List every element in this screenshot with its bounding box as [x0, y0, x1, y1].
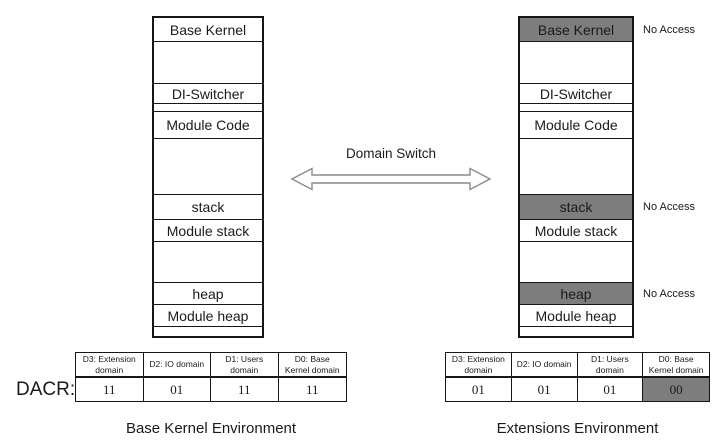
- memory-region-label: Module Code: [166, 117, 250, 133]
- memory-region-label: Base Kernel: [537, 21, 615, 38]
- memory-region-label: Module stack: [166, 222, 250, 239]
- dacr-header-d2: D2: IO domain: [511, 353, 578, 378]
- dacr-value-d2: 01: [512, 378, 578, 401]
- memory-region-label: Module Code: [534, 117, 618, 133]
- memory-region-label: heap: [192, 285, 224, 302]
- memory-region-label: Module heap: [535, 307, 617, 324]
- memory-region-row: Module heap: [154, 305, 262, 327]
- base-kernel-memory-map: Base Kernel DI-Switcher Module Code stac…: [152, 16, 264, 338]
- memory-region-label: Module stack: [534, 222, 618, 239]
- memory-region-row: [520, 104, 632, 112]
- memory-region-row: [520, 139, 632, 195]
- dacr-value-d0: 11: [305, 381, 319, 397]
- memory-region-row: [154, 104, 262, 112]
- dacr-header-d0: D0: Base Kernel domain: [643, 353, 709, 378]
- no-access-annotation: No Access: [643, 23, 695, 36]
- dacr-value-d1: 11: [211, 378, 279, 401]
- memory-region-row: heap: [154, 283, 262, 305]
- dacr-value-d2: 01: [144, 378, 211, 401]
- memory-region-row: [154, 42, 262, 84]
- dacr-header-d0: D0: Base Kernel domain: [278, 353, 346, 378]
- dacr-value-d3: 01: [446, 378, 512, 401]
- memory-region-row: [520, 327, 632, 336]
- dacr-label: DACR:: [16, 379, 76, 400]
- memory-region-row: Base Kernel: [154, 18, 262, 42]
- memory-region-row: DI-Switcher: [154, 84, 262, 104]
- extensions-environment-caption: Extensions Environment: [496, 420, 659, 437]
- dacr-header-d2: D2: IO domain: [143, 353, 211, 378]
- memory-region-label: Module heap: [167, 307, 249, 324]
- memory-region-row: Module heap: [520, 305, 632, 327]
- memory-region-row-no-access: Base Kernel No Access: [520, 18, 695, 42]
- memory-region-row-no-access: stack No Access: [520, 195, 695, 220]
- memory-region-label: stack: [191, 199, 225, 215]
- memory-region-row: Module stack: [520, 220, 632, 242]
- memory-region-label: DI-Switcher: [539, 85, 613, 102]
- memory-region-row: stack: [154, 195, 262, 220]
- memory-region-row: [520, 42, 632, 84]
- memory-region-row: [154, 139, 262, 195]
- memory-region-label: heap: [560, 285, 592, 302]
- dacr-value-d3: 11: [76, 378, 144, 401]
- memory-region-row: [520, 242, 632, 283]
- base-kernel-environment-caption: Base Kernel Environment: [125, 420, 297, 437]
- dacr-header-d1: D1: Users domain: [577, 353, 644, 378]
- no-access-annotation: No Access: [643, 201, 695, 213]
- memory-region-row: [154, 242, 262, 283]
- memory-region-row: Module Code: [154, 112, 262, 139]
- memory-region-label: stack: [559, 199, 593, 215]
- extensions-memory-map: Base Kernel No Access DI-Switcher Module…: [518, 16, 695, 338]
- dacr-header-d3: D3: Extension domain: [76, 353, 144, 378]
- dacr-header-d1: D1: Users domain: [211, 353, 279, 378]
- dacr-value-d1: 01: [578, 378, 644, 401]
- no-access-annotation: No Access: [643, 287, 695, 300]
- dacr-table-base-kernel: D3: Extension domain D2: IO domain D1: U…: [75, 352, 347, 402]
- memory-region-row: DI-Switcher: [520, 84, 632, 104]
- dacr-header-d3: D3: Extension domain: [446, 353, 512, 378]
- memory-region-label: DI-Switcher: [171, 85, 245, 102]
- dacr-table-extensions: D3: Extension domain D2: IO domain D1: U…: [445, 352, 710, 402]
- memory-region-label: Base Kernel: [169, 21, 247, 38]
- domain-switch-double-arrow-icon: [290, 167, 492, 191]
- memory-region-row: Module stack: [154, 220, 262, 242]
- memory-region-row: [154, 327, 262, 336]
- memory-region-row: Module Code: [520, 112, 632, 139]
- dacr-value-d0-highlighted: 00: [643, 378, 709, 401]
- memory-region-row-no-access: heap No Access: [520, 283, 695, 305]
- domain-switch-label: Domain Switch: [345, 146, 437, 161]
